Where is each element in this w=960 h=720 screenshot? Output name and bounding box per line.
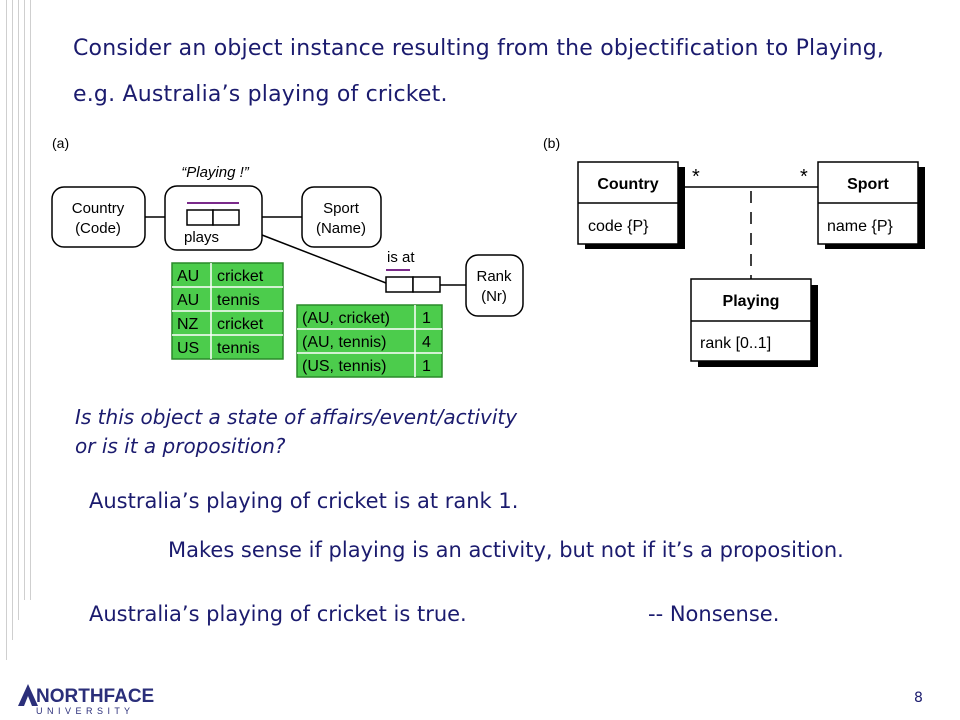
plays-cell: tennis	[217, 340, 260, 357]
comment-1: Makes sense if playing is an activity, b…	[168, 538, 844, 562]
rank-cell: (AU, cricket)	[302, 310, 390, 327]
uml-diagram: (b) Country code {P} Sport name {P} * * …	[543, 135, 925, 367]
page-number: 8	[914, 690, 923, 706]
rank-cell: (AU, tennis)	[302, 334, 386, 351]
orm-diagram: (a) Country (Code) “Playing !” plays Spo…	[51, 135, 524, 378]
rank-name: Rank	[476, 268, 512, 285]
multiplicity-right: *	[800, 166, 808, 188]
plays-cell: AU	[177, 292, 199, 309]
is-at-role-left	[385, 276, 414, 293]
rank-cell: (US, tennis)	[302, 358, 386, 375]
logo-brand: NORTHFACE	[36, 686, 154, 707]
diagram-a-label: (a)	[52, 135, 69, 151]
rank-population-table: (AU, cricket) 1 (AU, tennis) 4 (US, tenn…	[296, 304, 443, 378]
is-at-role-right	[412, 276, 441, 293]
plays-cell: NZ	[177, 316, 199, 333]
playing-class	[690, 278, 812, 362]
comment-2: -- Nonsense.	[648, 602, 780, 626]
plays-cell: US	[177, 340, 199, 357]
country-ref: (Code)	[75, 220, 121, 237]
logo-mark-icon	[18, 684, 38, 706]
question-line-2: or is it a proposition?	[75, 434, 286, 458]
multiplicity-left: *	[692, 166, 700, 188]
northface-logo: NORTHFACE U N I V E R S I T Y	[18, 684, 154, 716]
statement-2: Australia’s playing of cricket is true.	[89, 602, 467, 626]
rank-ref: (Nr)	[481, 288, 507, 305]
playing-class-name: Playing	[723, 293, 780, 310]
sport-ref: (Name)	[316, 220, 366, 237]
rank-cell: 1	[422, 358, 431, 375]
statement-1: Australia’s playing of cricket is at ran…	[89, 489, 519, 513]
title-line-1: Consider an object instance resulting fr…	[73, 36, 885, 61]
fact-type-label: plays	[184, 229, 219, 246]
fact-role-left	[186, 209, 214, 226]
decorative-line	[12, 0, 13, 640]
sport-attr: name {P}	[827, 218, 893, 235]
decorative-line	[6, 0, 7, 660]
decorative-line	[24, 0, 25, 600]
playing-attr: rank [0..1]	[700, 335, 771, 352]
plays-population-table: AU cricket AU tennis NZ cricket US tenni…	[171, 262, 284, 360]
country-class-name: Country	[597, 176, 658, 193]
objectification-label: “Playing !”	[181, 164, 250, 181]
rank-cell: 4	[422, 334, 431, 351]
logo-sub: U N I V E R S I T Y	[36, 706, 131, 716]
sport-class-name: Sport	[847, 176, 889, 193]
plays-cell: cricket	[217, 316, 264, 333]
decorative-line	[18, 0, 19, 620]
sport-name: Sport	[323, 200, 360, 217]
sport-entity	[301, 186, 382, 248]
question-line-1: Is this object a state of affairs/event/…	[75, 405, 518, 429]
rank-entity	[465, 254, 524, 317]
country-name: Country	[72, 200, 125, 217]
country-entity	[51, 186, 146, 248]
plays-cell: cricket	[217, 268, 264, 285]
country-attr: code {P}	[588, 218, 649, 235]
rank-cell: 1	[422, 310, 431, 327]
title-line-2: e.g. Australia’s playing of cricket.	[73, 82, 448, 107]
plays-cell: AU	[177, 268, 199, 285]
diagram-b-label: (b)	[543, 135, 560, 151]
decorative-line	[30, 0, 31, 600]
is-at-label: is at	[387, 249, 415, 266]
plays-cell: tennis	[217, 292, 260, 309]
fact-role-right	[212, 209, 240, 226]
